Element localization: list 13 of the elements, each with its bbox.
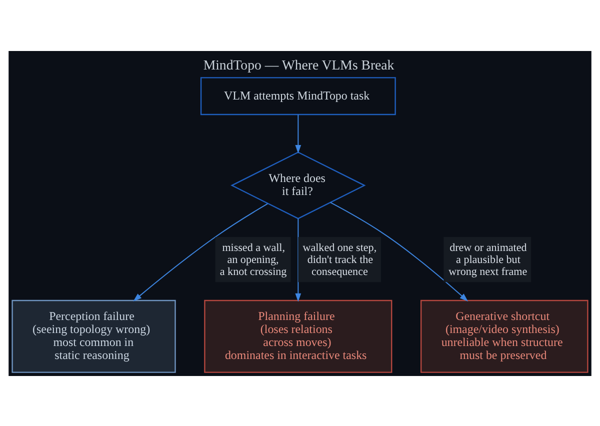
arrow bbox=[295, 114, 302, 153]
diagram-title: MindTopo — Where VLMs Break bbox=[203, 56, 394, 72]
arrow bbox=[295, 218, 302, 302]
edge-label: walked one step, didn't track the consequence bbox=[302, 241, 377, 278]
node-box: Perception failure (seeing topology wrong) most common in static reasoning bbox=[12, 299, 176, 372]
edge-label: drew or animated a plausible but wrong next frame bbox=[448, 241, 528, 278]
arrow bbox=[133, 202, 268, 301]
node-box: Planning failure (loses relations across moves) dominates in interactive tasks bbox=[204, 299, 392, 372]
node-box: VLM attempts MindTopo task bbox=[200, 76, 396, 115]
edge-label: missed a wall, an opening, a knot crossing bbox=[220, 241, 287, 278]
node-box: Generative shortcut (image/video synthesis) unreliable when structure must be preserved bbox=[420, 299, 588, 372]
node-diamond: Where does it fail? bbox=[230, 151, 366, 219]
arrow bbox=[330, 202, 468, 301]
